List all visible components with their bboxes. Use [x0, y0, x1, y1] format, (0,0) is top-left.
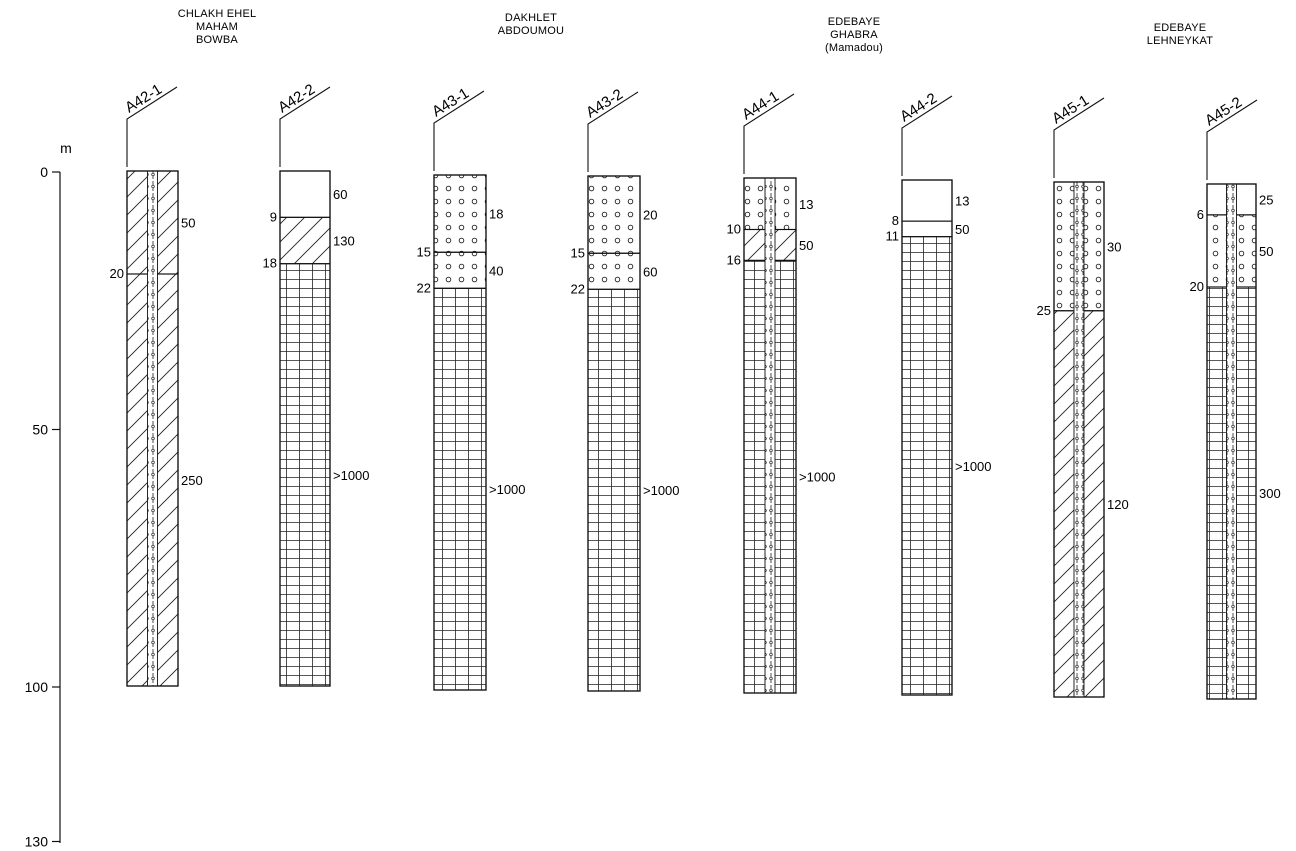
resistivity-label: 13	[799, 197, 813, 212]
resistivity-label: 120	[1107, 497, 1129, 512]
layer-hatch	[280, 217, 330, 263]
boundary-depth-label: 18	[263, 256, 277, 271]
site-name-line: GHABRA	[830, 29, 878, 41]
boundary-depth-label: 15	[571, 245, 585, 260]
well-code: A44-2	[897, 90, 940, 126]
well-a42-2: A42-2 60 130 >1000 9 18	[263, 81, 370, 686]
site-name-line: BOWBA	[196, 34, 238, 46]
resistivity-label: >1000	[489, 482, 526, 497]
layer-dots	[588, 176, 640, 253]
resistivity-label: 60	[643, 264, 657, 279]
well-code: A43-2	[583, 86, 626, 122]
boundary-depth-label: 20	[1190, 279, 1204, 294]
resistivity-label: 50	[1259, 244, 1273, 259]
depth-axis-ticks: 0 50 100 130	[25, 164, 60, 850]
resistivity-label: 300	[1259, 486, 1281, 501]
resistivity-label: 25	[1259, 192, 1273, 207]
layer-dots	[588, 253, 640, 289]
resistivity-label: >1000	[333, 468, 370, 483]
depth-tick-label: 100	[25, 679, 49, 695]
resistivity-label: 30	[1107, 239, 1121, 254]
layer-grid	[902, 237, 952, 695]
well-code: A43-1	[429, 85, 472, 121]
core-strip	[148, 171, 158, 686]
boundary-depth-label: 22	[417, 280, 431, 295]
depth-axis: m 0 50 100 130	[25, 140, 72, 850]
depth-tick-label: 0	[40, 164, 48, 180]
well-a42-1: A42-1 50 250 20	[110, 81, 203, 686]
resistivity-label: 40	[489, 263, 503, 278]
site-name-line: DAKHLET	[505, 12, 557, 24]
well-a43-2: A43-2 20 60 >1000 15 22	[571, 86, 680, 691]
resistivity-label: 130	[333, 234, 355, 249]
well-columns: A42-1 50 250 20 A42-2 60 130 >1000 9 18 A43-1 18 40 >…	[110, 81, 1281, 699]
well-code: A44-1	[739, 88, 782, 124]
site-name-line: LEHNEYKAT	[1147, 35, 1213, 47]
well-code: A45-1	[1049, 92, 1092, 128]
resistivity-label: 60	[333, 187, 347, 202]
boundary-depth-label: 16	[727, 252, 741, 267]
resistivity-label: >1000	[643, 483, 680, 498]
boundary-depth-label: 20	[110, 266, 124, 281]
well-code: A45-2	[1202, 94, 1245, 130]
boundary-depth-label: 15	[417, 244, 431, 259]
site-name-line: CHLAKH EHEL	[178, 8, 257, 20]
boundary-depth-label: 22	[571, 281, 585, 296]
boundary-depth-label: 8	[892, 213, 899, 228]
resistivity-label: >1000	[955, 459, 992, 474]
resistivity-label: 250	[181, 473, 203, 488]
layer-grid	[588, 289, 640, 691]
well-code: A42-1	[122, 81, 165, 117]
resistivity-label: 50	[799, 238, 813, 253]
well-code: A42-2	[275, 81, 318, 117]
well-a44-1: A44-1 13 50 >1000 10 16	[727, 88, 836, 693]
site-name-line: (Mamadou)	[825, 42, 883, 54]
boundary-depth-label: 25	[1037, 303, 1051, 318]
resistivity-label: 50	[181, 216, 195, 231]
boundary-depth-label: 6	[1197, 207, 1204, 222]
core-strip	[765, 178, 775, 693]
layer-blank	[280, 171, 330, 217]
resistivity-label: 50	[955, 222, 969, 237]
resistivity-label: >1000	[799, 470, 836, 485]
site-name-line: ABDOUMOU	[498, 25, 564, 37]
depth-tick-label: 130	[25, 834, 49, 850]
boundary-depth-label: 10	[727, 222, 741, 237]
layer-dots	[434, 175, 486, 252]
well-a45-1: A45-1 30 120 25	[1037, 92, 1129, 697]
resistivity-label: 13	[955, 194, 969, 209]
layer-grid	[280, 264, 330, 686]
layer-blank	[902, 221, 952, 236]
depth-axis-unit: m	[60, 140, 72, 156]
resistivity-label: 18	[489, 207, 503, 222]
well-a45-2: A45-2 25 50 300 6 20	[1190, 94, 1281, 699]
boundary-depth-label: 9	[270, 209, 277, 224]
depth-tick-label: 50	[32, 422, 48, 438]
layer-blank	[902, 180, 952, 221]
boundary-depth-label: 11	[886, 229, 900, 244]
core-strip	[1227, 184, 1237, 699]
well-a44-2: A44-2 13 50 >1000 811	[886, 90, 992, 695]
resistivity-label: 20	[643, 208, 657, 223]
layer-grid	[434, 288, 486, 690]
site-name-line: EDEBAYE	[1154, 22, 1207, 34]
well-a43-1: A43-1 18 40 >1000 15 22	[417, 85, 526, 690]
site-name-line: MAHAM	[196, 21, 238, 33]
site-name-line: EDEBAYE	[828, 16, 881, 28]
core-strip	[1074, 182, 1084, 697]
layer-dots	[434, 252, 486, 288]
